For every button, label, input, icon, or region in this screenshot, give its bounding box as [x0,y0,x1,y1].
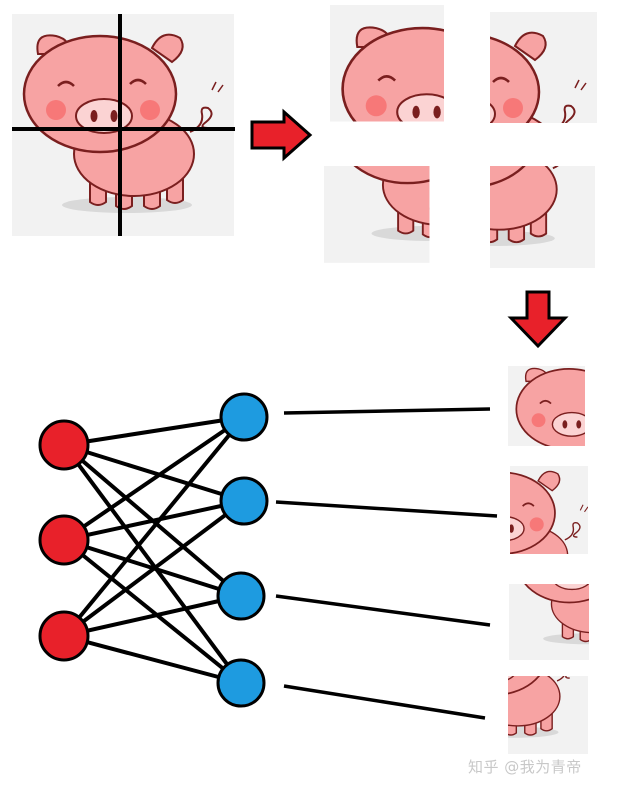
network-edges [62,415,246,686]
input-node-1 [38,419,90,471]
down-arrow-icon [507,290,569,349]
hidden-node-4 [216,658,266,708]
input-node-3 [38,610,90,662]
patch-connections [275,407,498,720]
hidden-layer [216,392,269,708]
input-layer [38,419,90,662]
original-pig-image [10,12,236,238]
right-arrow-icon [250,108,313,162]
hidden-node-3 [216,571,266,621]
input-node-2 [38,514,90,566]
watermark: 知乎 @我为青帝 [468,758,582,776]
crop-lines [12,14,235,236]
hidden-node-1 [219,392,269,442]
hidden-node-2 [219,476,269,526]
